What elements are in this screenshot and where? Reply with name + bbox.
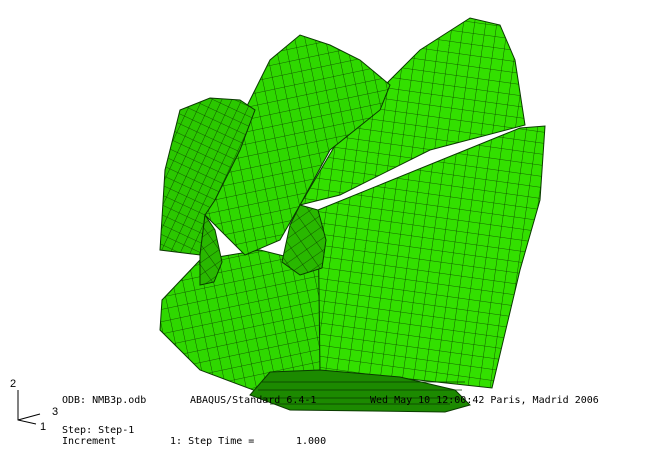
odb-filename: ODB: NMB3p.odb <box>62 395 147 406</box>
model-root-groove-1 <box>199 213 223 286</box>
step-label: Step: Step-1 <box>62 425 135 436</box>
timestamp: Wed May 10 12:00:42 Paris, Madrid 2006 <box>370 395 599 406</box>
solver-version: ABAQUS/Standard 6.4-1 <box>190 395 317 406</box>
triad-label-z: 3 <box>52 406 59 418</box>
triad-axes-icon <box>17 390 41 425</box>
step-time-value: 1.000 <box>296 436 327 447</box>
increment-label: Increment <box>62 436 117 447</box>
triad-label-y: 2 <box>10 378 17 390</box>
increment-value: 1: Step Time = <box>170 436 255 447</box>
model-root-groove-2 <box>281 204 327 276</box>
triad-label-x: 1 <box>40 421 47 433</box>
model-tooth-2 <box>204 34 391 256</box>
